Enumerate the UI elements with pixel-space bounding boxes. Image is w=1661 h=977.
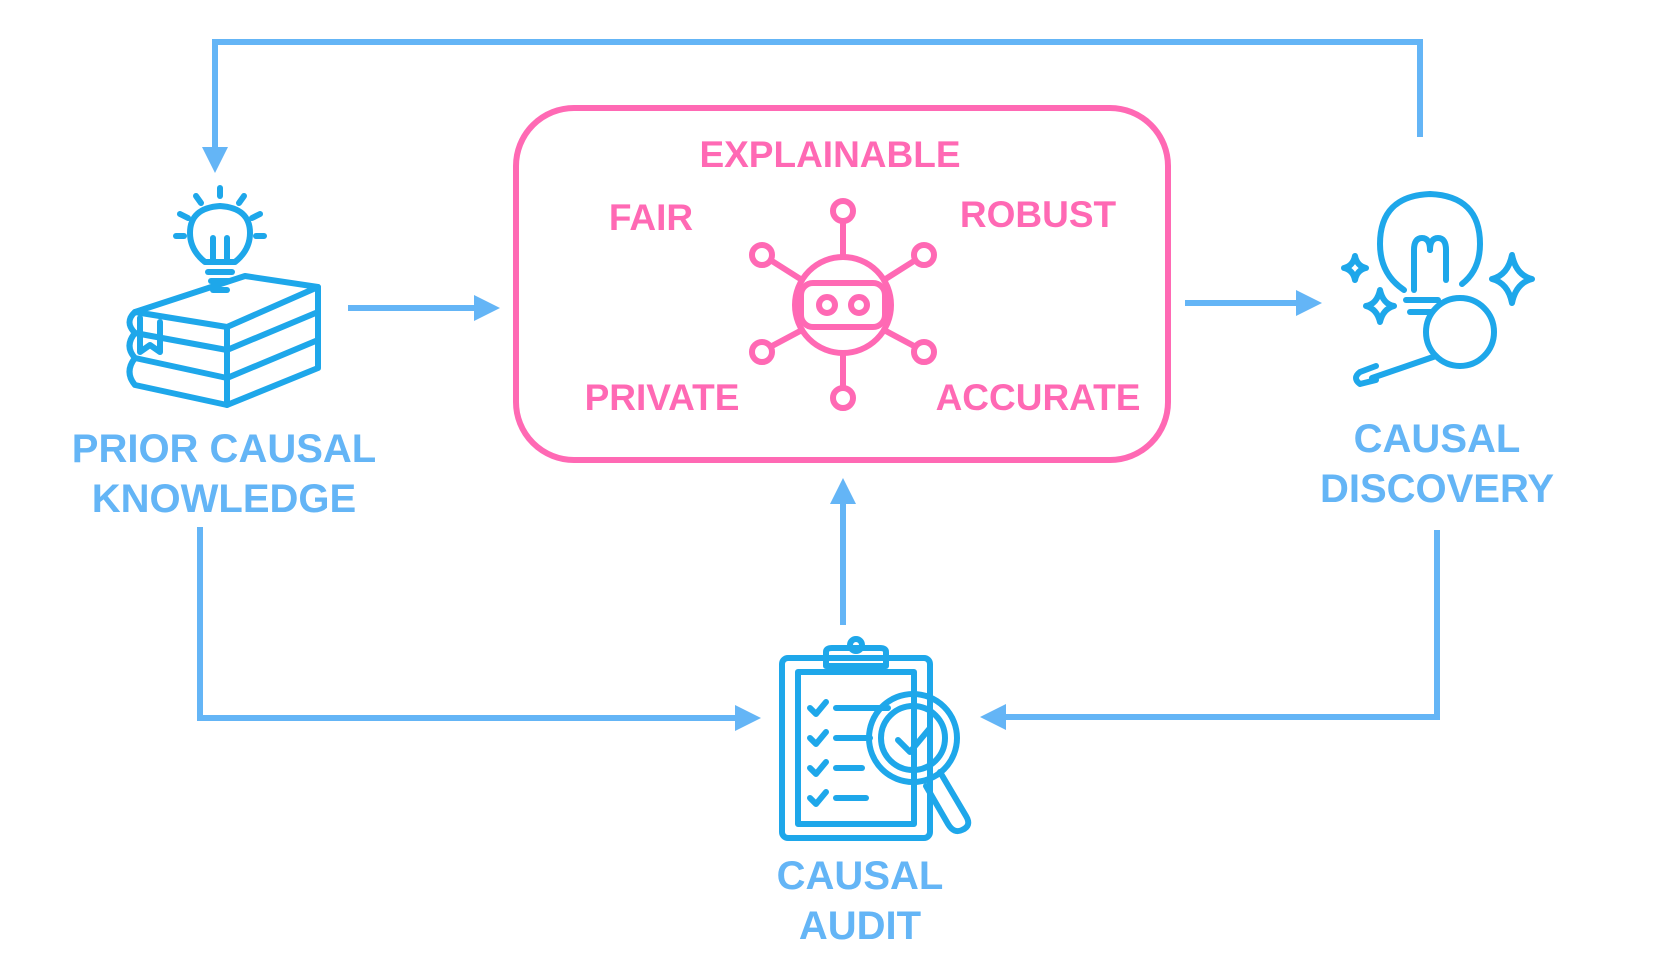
arrow-discovery-to-audit [980, 530, 1440, 730]
lightbulb-magnifier-sparkles-icon [1341, 191, 1535, 387]
model-frame [513, 105, 1171, 463]
node-prior-knowledge: PRIOR CAUSAL KNOWLEDGE [72, 185, 376, 521]
arrow-model-to-discovery [1185, 290, 1322, 316]
prior-knowledge-line2: KNOWLEDGE [92, 477, 356, 521]
arrow-discovery-to-prior [202, 39, 1423, 173]
node-audit: CAUSAL AUDIT [777, 636, 972, 948]
prior-knowledge-line1: PRIOR CAUSAL [72, 427, 376, 471]
property-accurate: ACCURATE [936, 377, 1141, 418]
audit-line1: CAUSAL [777, 854, 944, 898]
discovery-line1: CAUSAL [1354, 417, 1521, 461]
clipboard-checklist-magnifier-icon [779, 636, 972, 841]
property-explainable: EXPLAINABLE [699, 134, 960, 175]
node-discovery: CAUSAL DISCOVERY [1320, 191, 1554, 511]
audit-line2: AUDIT [799, 904, 921, 948]
arrow-audit-to-model [830, 478, 856, 625]
arrow-prior-to-model [348, 295, 500, 321]
books-lightbulb-icon [126, 185, 321, 408]
property-private: PRIVATE [585, 377, 740, 418]
discovery-line2: DISCOVERY [1320, 467, 1554, 511]
arrow-prior-to-audit [197, 527, 761, 731]
property-robust: ROBUST [960, 194, 1117, 235]
trustworthy-model-box: EXPLAINABLE FAIR ROBUST PRIVATE ACCURATE [513, 105, 1171, 463]
property-fair: FAIR [609, 197, 693, 238]
robot-network-icon [749, 198, 937, 411]
flow-arrows [197, 39, 1440, 731]
